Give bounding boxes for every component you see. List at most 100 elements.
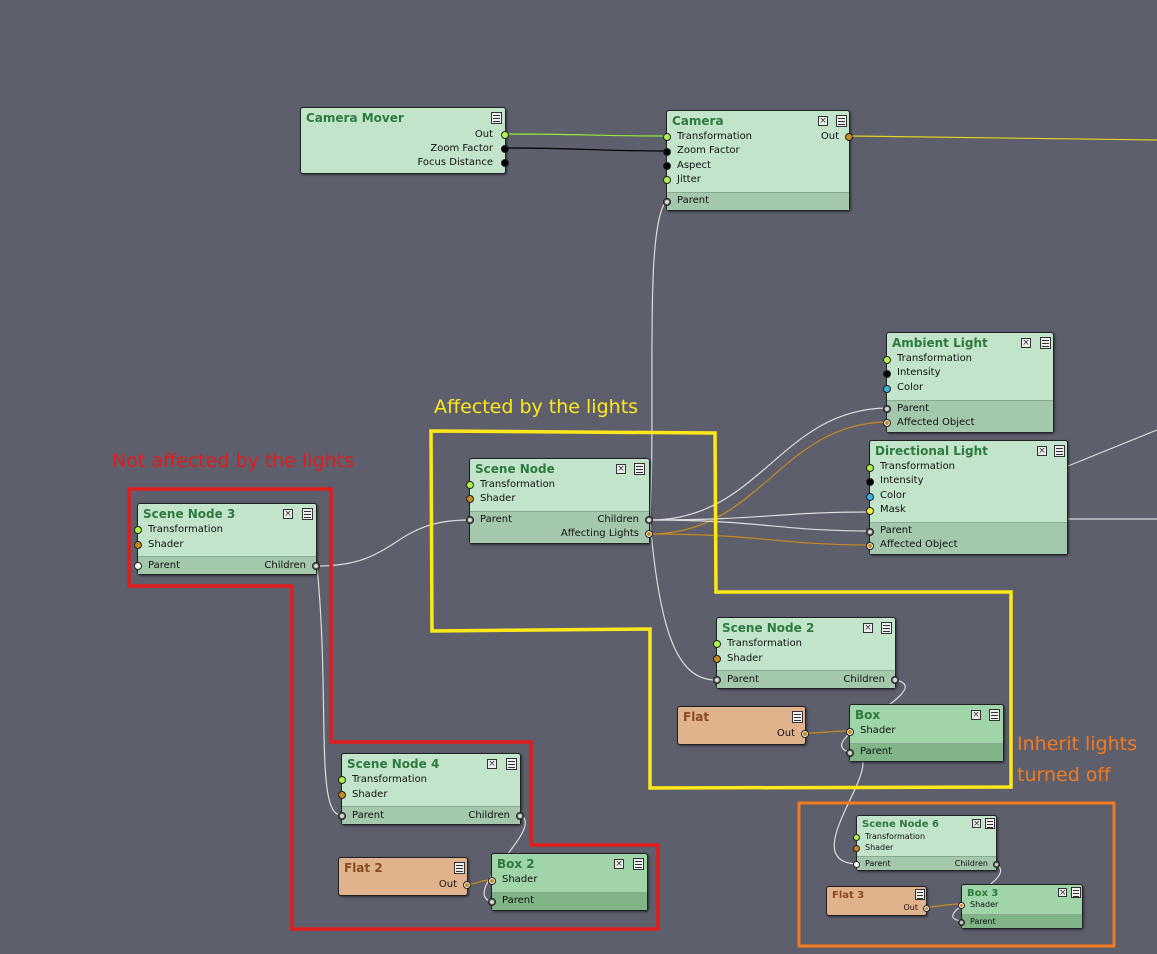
node-scene-node-4[interactable]: Scene Node 4 × Transformation Shader Par…	[338, 753, 524, 825]
menu-icon[interactable]	[634, 463, 645, 475]
menu-icon[interactable]	[506, 758, 517, 770]
close-icon[interactable]: ×	[283, 509, 293, 519]
close-icon[interactable]: ×	[487, 759, 497, 769]
pin-shader[interactable]	[488, 877, 496, 885]
node-camera[interactable]: Camera × Out Transformation Zoom Factor …	[663, 110, 853, 211]
menu-icon[interactable]	[989, 709, 1000, 721]
close-icon[interactable]: ×	[616, 464, 626, 474]
pin-out[interactable]	[801, 730, 809, 738]
pin-transformation[interactable]	[853, 834, 860, 841]
menu-icon[interactable]	[302, 508, 313, 520]
node-box-2[interactable]: Box 2 × Shader Parent	[488, 853, 648, 911]
pin-intensity[interactable]	[883, 370, 891, 378]
pin-transformation[interactable]	[338, 776, 346, 784]
pin-color[interactable]	[883, 385, 891, 393]
pin-intensity[interactable]	[866, 478, 874, 486]
pin-children[interactable]	[645, 516, 653, 524]
pin-shader[interactable]	[846, 728, 854, 736]
pin-label-jitter: Jitter	[677, 174, 701, 185]
menu-icon[interactable]	[915, 889, 925, 900]
pin-color[interactable]	[866, 493, 874, 501]
pin-label-affected-object: Affected Object	[880, 539, 958, 550]
pin-shader[interactable]	[713, 655, 721, 663]
node-scene-node-3[interactable]: Scene Node 3 × Transformation Shader Par…	[134, 503, 320, 575]
pin-children[interactable]	[312, 562, 320, 570]
close-icon[interactable]: ×	[971, 710, 981, 720]
node-ambient-light[interactable]: Ambient Light × Transformation Intensity…	[883, 332, 1054, 433]
node-box-3[interactable]: Box 3 × Shader Parent	[958, 884, 1083, 929]
menu-icon[interactable]	[633, 858, 644, 870]
pin-shader[interactable]	[853, 845, 860, 852]
pin-parent[interactable]	[338, 812, 346, 820]
menu-icon[interactable]	[792, 711, 803, 723]
pin-transformation[interactable]	[663, 133, 671, 141]
pin-parent[interactable]	[663, 198, 671, 206]
pin-parent[interactable]	[958, 919, 965, 926]
pin-shader[interactable]	[466, 495, 474, 503]
pin-label-parent: Parent	[677, 195, 710, 206]
pin-focus-distance[interactable]	[501, 159, 509, 167]
pin-zoom-factor[interactable]	[501, 145, 509, 153]
pin-children[interactable]	[891, 676, 899, 684]
close-icon[interactable]: ×	[1037, 446, 1047, 456]
pin-transformation[interactable]	[134, 526, 142, 534]
pin-out[interactable]	[501, 131, 509, 139]
node-flat[interactable]: Flat Out	[677, 706, 809, 745]
menu-icon[interactable]	[454, 862, 465, 874]
node-scene-node-6[interactable]: Scene Node 6 × Transformation Shader Par…	[853, 815, 1000, 871]
pin-children[interactable]	[993, 861, 1000, 868]
pin-children[interactable]	[516, 812, 524, 820]
pin-label-shader: Shader	[480, 493, 516, 504]
pin-jitter[interactable]	[663, 176, 671, 184]
node-box[interactable]: Box × Shader Parent	[846, 704, 1004, 762]
pin-parent[interactable]	[846, 749, 854, 757]
pin-parent[interactable]	[466, 516, 474, 524]
pin-parent[interactable]	[853, 861, 860, 868]
node-scene-node-2[interactable]: Scene Node 2 × Transformation Shader Par…	[713, 617, 899, 689]
pin-shader[interactable]	[134, 541, 142, 549]
node-camera-mover[interactable]: Camera Mover Out Zoom Factor Focus Dista…	[300, 107, 509, 174]
pin-transformation[interactable]	[866, 464, 874, 472]
pin-out[interactable]	[923, 905, 930, 912]
close-icon[interactable]: ×	[614, 859, 624, 869]
node-scene-node[interactable]: Scene Node × Transformation Shader Paren…	[466, 458, 653, 544]
menu-icon[interactable]	[881, 622, 892, 634]
menu-icon[interactable]	[1040, 337, 1051, 349]
pin-mask[interactable]	[866, 507, 874, 515]
pin-label-out: Out	[438, 879, 457, 890]
pin-shader[interactable]	[338, 791, 346, 799]
node-title: Camera Mover	[306, 111, 404, 125]
pin-parent[interactable]	[488, 898, 496, 906]
node-title: Scene Node	[475, 462, 555, 476]
menu-icon[interactable]	[491, 112, 502, 124]
pin-aspect[interactable]	[663, 162, 671, 170]
pin-out[interactable]	[463, 881, 471, 889]
pin-shader[interactable]	[958, 902, 965, 909]
pin-out[interactable]	[845, 133, 853, 141]
pin-affecting-lights[interactable]	[645, 530, 653, 538]
close-icon[interactable]: ×	[863, 623, 873, 633]
close-icon[interactable]: ×	[818, 116, 828, 126]
pin-transformation[interactable]	[713, 640, 721, 648]
close-icon[interactable]: ×	[1021, 338, 1031, 348]
menu-icon[interactable]	[1054, 445, 1065, 457]
menu-icon[interactable]	[1071, 887, 1081, 898]
pin-affected-object[interactable]	[866, 542, 874, 550]
close-icon[interactable]: ×	[972, 819, 981, 829]
close-icon[interactable]: ×	[1058, 888, 1067, 898]
node-flat-3[interactable]: Flat 3 Out	[826, 886, 930, 916]
pin-parent[interactable]	[883, 405, 891, 413]
pin-parent[interactable]	[713, 676, 721, 684]
pin-zoom-factor[interactable]	[663, 148, 671, 156]
node-flat-2[interactable]: Flat 2 Out	[338, 857, 471, 896]
menu-icon[interactable]	[836, 115, 847, 127]
node-directional-light[interactable]: Directional Light × Transformation Inten…	[866, 440, 1068, 555]
menu-icon[interactable]	[985, 818, 995, 829]
pin-transformation[interactable]	[466, 481, 474, 489]
node-title: Flat 3	[832, 890, 865, 901]
pin-transformation[interactable]	[883, 356, 891, 364]
pin-parent[interactable]	[134, 562, 142, 570]
pin-affected-object[interactable]	[883, 419, 891, 427]
pin-parent[interactable]	[866, 528, 874, 536]
